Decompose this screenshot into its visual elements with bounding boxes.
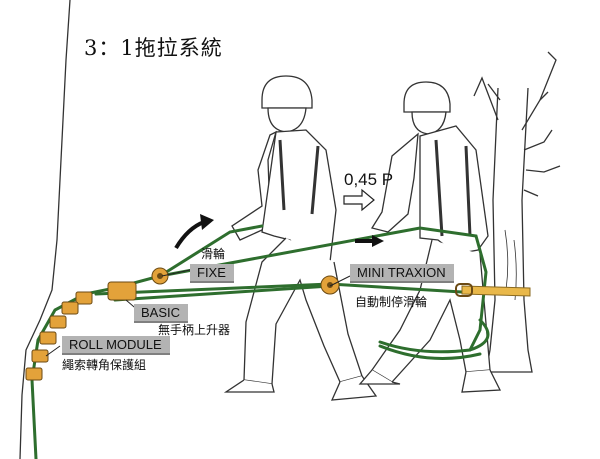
roll-module-cn-label: 繩索轉角保護組 xyxy=(62,358,147,372)
page-title: 3：1拖拉系統 xyxy=(84,36,223,60)
fixe-tag: FIXE xyxy=(190,264,234,283)
mini-traxion-cn-label: 自動制停滑輪 xyxy=(355,295,428,309)
tree xyxy=(473,51,561,373)
force-arrow-icon xyxy=(343,188,375,212)
cliff-edge xyxy=(19,0,71,459)
tension-arrow-icon xyxy=(174,220,205,250)
basic-ascender xyxy=(107,281,137,301)
mini-traxion-tag: MINI TRAXION xyxy=(350,264,454,283)
basic-cn-label: 無手柄上升器 xyxy=(158,323,231,337)
tension-arrow-head xyxy=(200,214,214,230)
devices xyxy=(107,267,473,301)
tree-anchor-sling xyxy=(461,285,531,297)
roll-module-chain xyxy=(25,291,93,381)
rescuer-left xyxy=(223,75,378,401)
basic-tag: BASIC xyxy=(134,304,189,323)
roll-module-tag: ROLL MODULE xyxy=(62,336,170,355)
fixe-cn-label: 滑輪 xyxy=(201,247,226,261)
pull-direction-arrow-head xyxy=(372,235,384,247)
force-label: 0,45 P xyxy=(344,170,394,189)
